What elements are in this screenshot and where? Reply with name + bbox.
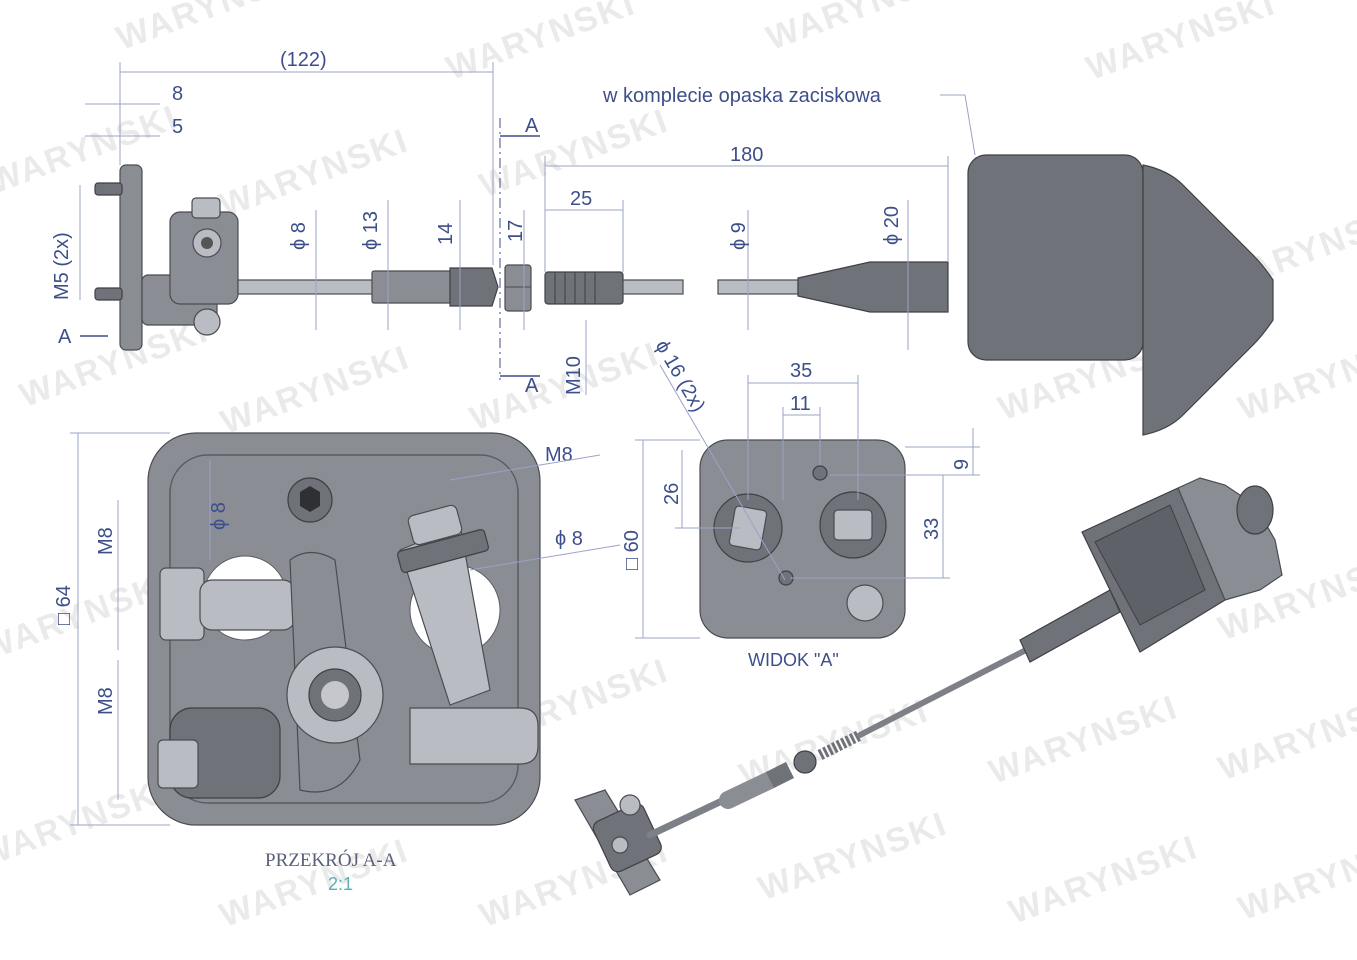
watermark-text: WARYNSKI: [215, 831, 414, 934]
dim-thread-m10: M10: [563, 356, 585, 395]
iso-thread: [817, 730, 863, 760]
fitting-nut: [396, 529, 490, 573]
control-rod: [237, 279, 375, 295]
dim-plate-5: 5: [172, 116, 183, 138]
bolt-head-upper: [159, 567, 205, 641]
iso-sleeve: [719, 771, 779, 809]
watermark-text: WARYNSKI: [753, 805, 952, 908]
iso-cable-rod: [857, 645, 1033, 738]
top-view-assembly: [94, 154, 1274, 436]
section-dimensions: □ 64 M8 M8 ϕ 8 M8 ϕ 8 PRZEKRÓJ A-A 2:1: [53, 432, 621, 894]
dim-view-a-33: 33: [921, 518, 943, 540]
iso-joint-body: [592, 803, 662, 873]
mounting-stud-top: [94, 182, 123, 196]
hex-nut: [504, 264, 532, 312]
cable-rod-left: [622, 279, 684, 295]
iso-grease-nipple: [619, 794, 641, 816]
dim-plate-8: 8: [172, 83, 183, 105]
dim-cable-len-180: 180: [730, 144, 763, 166]
dim-thread-m5: M5 (2x): [51, 232, 73, 300]
watermark-text: WARYNSKI: [1233, 825, 1357, 928]
dim-knob-dia-20: ϕ 20: [881, 206, 903, 245]
mounting-plate: [119, 164, 143, 351]
dim-thread-m8-right: M8: [545, 444, 573, 466]
view-a-grease-nipple: [846, 584, 884, 622]
section-mark-a-bottom: A: [525, 375, 539, 397]
top-view-dimensions: (122) 8 5 M5 (2x) A A A ϕ 8 ϕ 13 14 17 M…: [51, 49, 976, 397]
bracket-bolt: [193, 308, 221, 336]
joint-pin-hole: [201, 237, 213, 249]
dim-size-64: □ 64: [53, 585, 75, 625]
watermark-text: WARYNSKI: [1004, 828, 1203, 931]
dim-overall-length: (122): [280, 49, 327, 71]
view-a: [699, 439, 906, 639]
rod-eye: [409, 707, 539, 765]
iso-nut: [793, 750, 817, 774]
dim-view-a-35: 35: [790, 360, 812, 382]
dim-thread-m8-lower: M8: [95, 687, 117, 715]
grease-nipple: [191, 197, 221, 219]
clamp-note: w komplecie opaska zaciskowa: [602, 85, 882, 107]
cable-rod-right: [717, 279, 799, 295]
watermark-text: WARYNSKI: [762, 0, 961, 58]
pivot-stud: [199, 579, 296, 631]
dim-hex-14: 14: [435, 223, 457, 245]
view-a-stud-top: [812, 465, 828, 481]
watermark-text: WARYNSKI: [0, 98, 183, 201]
dim-sleeve-dia-13: ϕ 13: [360, 211, 382, 250]
bolt-head-lower: [157, 739, 199, 789]
dim-view-a-11: 11: [790, 393, 811, 415]
iso-knob: [1019, 589, 1121, 663]
iso-hex-end: [765, 761, 795, 789]
watermark-text: WARYNSKI: [1213, 685, 1357, 788]
mounting-stud-bottom: [94, 287, 123, 301]
threaded-end: [544, 271, 624, 305]
dim-thread-len-25: 25: [570, 188, 592, 210]
dim-view-a-60: □ 60: [621, 530, 643, 570]
joint-body: [169, 211, 239, 305]
fitting-cap: [407, 504, 463, 546]
dim-rod-dia-8: ϕ 8: [288, 222, 310, 250]
watermark-text: WARYNSKI: [216, 338, 415, 441]
section-scale: 2:1: [328, 874, 353, 894]
dim-view-a-26: 26: [661, 483, 683, 505]
dim-view-a-9: 9: [951, 459, 973, 470]
watermark-text: WARYNSKI: [984, 688, 1183, 791]
isometric-assembly: [574, 477, 1283, 896]
view-a-caption: WIDOK "A": [748, 650, 839, 670]
watermark-text: WARYNSKI: [215, 121, 414, 224]
boot-bellows: [1142, 164, 1274, 436]
rod-sleeve: [371, 270, 453, 304]
dim-dia-8-right: ϕ 8: [555, 528, 583, 550]
rubber-boot: [967, 154, 1144, 361]
section-mark-a-left: A: [58, 326, 72, 348]
dim-nut-17: 17: [505, 220, 527, 242]
watermark-text: WARYNSKI: [442, 0, 641, 88]
section-caption: PRZEKRÓJ A-A: [265, 849, 397, 871]
dim-view-a-dia-16: ϕ 16 (2x): [651, 337, 710, 416]
hex-end: [449, 267, 499, 307]
section-a-a: [147, 432, 541, 826]
control-knob: [797, 261, 949, 313]
section-mark-a-top: A: [525, 115, 539, 137]
watermark-text: WARYNSKI: [15, 311, 214, 414]
watermark-text: WARYNSKI: [0, 771, 174, 874]
dim-dia-8-top: ϕ 8: [208, 502, 230, 530]
watermark-text: WARYNSKI: [1082, 0, 1281, 88]
dim-thread-m8-upper: M8: [95, 527, 117, 555]
dim-rod-dia-9: ϕ 9: [728, 222, 750, 250]
